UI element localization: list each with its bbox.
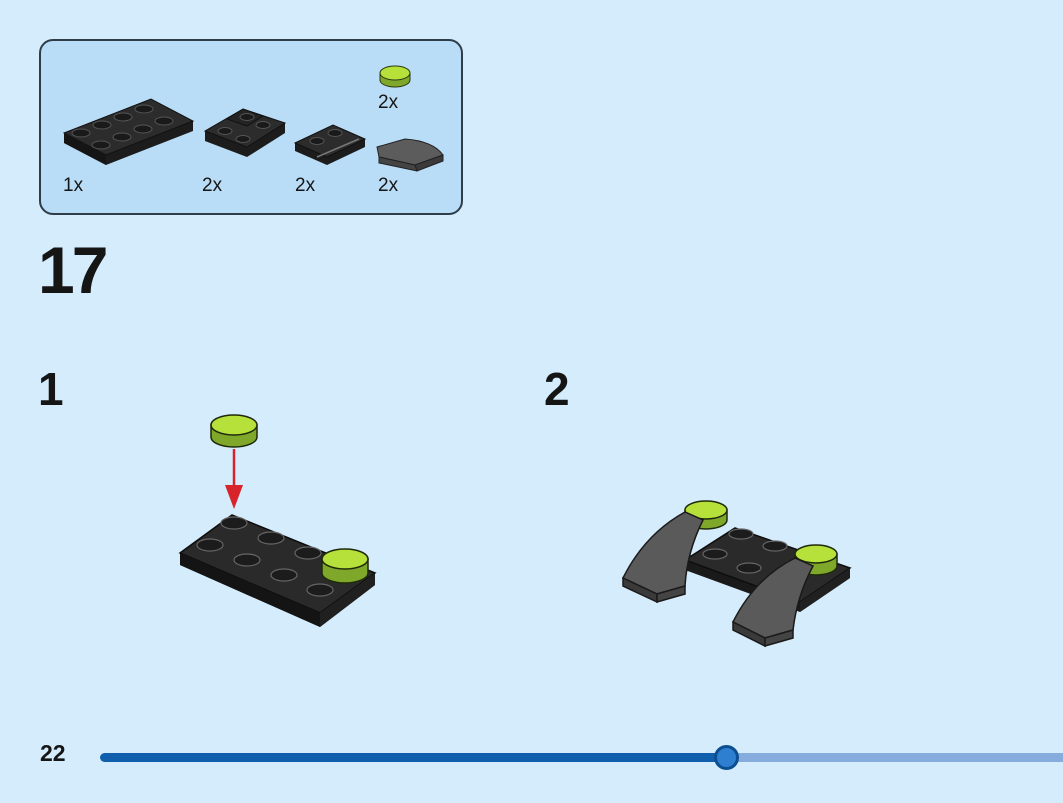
part-qty-2: 2x bbox=[202, 175, 223, 196]
progress-fill bbox=[100, 753, 726, 762]
sub-step-number-1: 1 bbox=[38, 363, 64, 415]
part-black-wing-plate bbox=[203, 108, 287, 157]
part-qty-1: 1x bbox=[63, 175, 84, 196]
progress-track bbox=[100, 753, 1063, 762]
part-qty-3: 2x bbox=[295, 175, 316, 196]
page-number: 22 bbox=[40, 740, 66, 766]
sub-step-2-illustration bbox=[621, 500, 852, 648]
parts-list-box: 1x 2x 2x 2x 2x bbox=[39, 39, 463, 215]
step-number: 17 bbox=[38, 233, 108, 307]
part-lime-round-tile bbox=[379, 65, 411, 88]
part-qty-4: 2x bbox=[378, 92, 399, 113]
placement-arrow-icon bbox=[225, 449, 243, 509]
sub-step-number-2: 2 bbox=[544, 363, 570, 415]
part-black-slope-plate bbox=[293, 124, 367, 165]
lime-round-tile bbox=[210, 414, 258, 448]
part-dark-gray-curved-slope bbox=[376, 138, 444, 172]
progress-knob[interactable] bbox=[713, 745, 739, 770]
part-black-plate-2x4 bbox=[62, 98, 195, 165]
part-qty-5: 2x bbox=[378, 175, 399, 196]
sub-step-1-illustration bbox=[178, 414, 377, 627]
